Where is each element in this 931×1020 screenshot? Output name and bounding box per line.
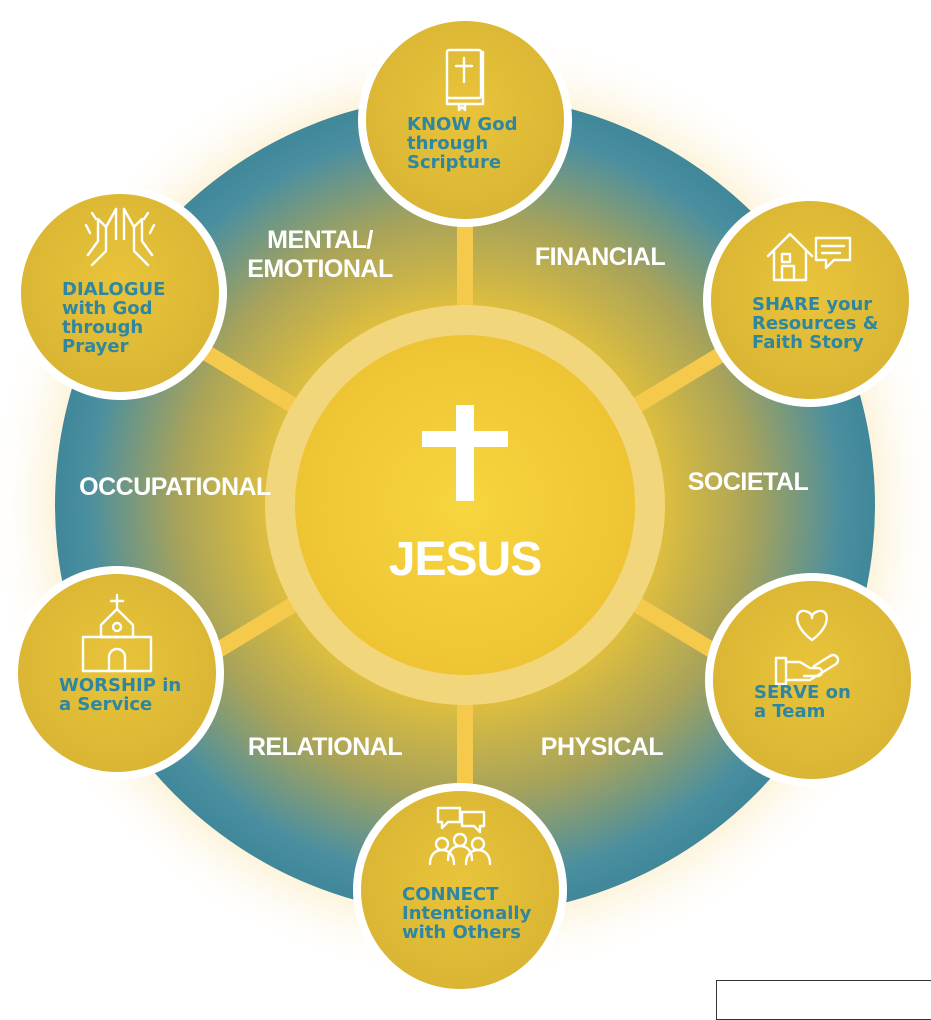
practice-label-line: WORSHIP in xyxy=(59,675,181,696)
area-labels: MENTAL/EMOTIONAL FINANCIAL SOCIETAL PHYSICA… xyxy=(79,226,809,761)
practice-label-line: with God xyxy=(62,298,153,319)
practice-label-line: KNOW God xyxy=(407,114,517,135)
center-circle xyxy=(295,335,635,675)
bible-icon xyxy=(445,48,485,112)
practice-label-line: a Team xyxy=(754,701,825,722)
practice-label-line: SERVE on xyxy=(754,682,851,703)
practice-label-line: SHARE your xyxy=(752,294,872,315)
area-label-physical: PHYSICAL xyxy=(541,733,664,761)
area-label-societal: SOCIETAL xyxy=(688,468,809,496)
practice-label-line: Prayer xyxy=(62,336,129,357)
area-label-line: PHYSICAL xyxy=(541,733,664,761)
corner-box xyxy=(716,980,931,1020)
practice-label-line: CONNECT xyxy=(402,884,499,905)
practice-label-line: through xyxy=(407,133,488,154)
practice-label-line: through xyxy=(62,317,143,338)
area-label-financial: FINANCIAL xyxy=(535,243,665,271)
area-label-line: OCCUPATIONAL xyxy=(79,473,271,501)
node-circle xyxy=(366,21,564,219)
area-label-relational: RELATIONAL xyxy=(248,733,402,761)
practice-label-line: a Service xyxy=(59,694,152,715)
practice-label-line: Faith Story xyxy=(752,332,864,353)
node-circle xyxy=(21,194,219,392)
area-label-mental: MENTAL/EMOTIONAL xyxy=(247,226,393,283)
practice-label-line: with Others xyxy=(402,922,521,943)
center-label: JESUS xyxy=(389,533,541,586)
practice-label-line: Intentionally xyxy=(402,903,532,924)
node-circle xyxy=(18,574,216,772)
practice-label-line: DIALOGUE xyxy=(62,279,165,300)
heart-hand-icon xyxy=(774,609,840,686)
area-label-line: RELATIONAL xyxy=(248,733,402,761)
area-label-occupational: OCCUPATIONAL xyxy=(79,473,271,501)
area-label-line: EMOTIONAL xyxy=(247,255,393,283)
people-chat-icon xyxy=(428,806,492,866)
area-label-line: SOCIETAL xyxy=(688,468,809,496)
node-circle xyxy=(711,201,909,399)
house-speech-icon xyxy=(766,232,852,282)
area-label-line: MENTAL/ xyxy=(267,226,373,254)
practice-label-line: Resources & xyxy=(752,313,878,334)
praying-hands-icon xyxy=(84,207,156,267)
node-circle xyxy=(361,791,559,989)
church-icon xyxy=(81,593,153,673)
practice-label-line: Scripture xyxy=(407,152,501,173)
cross-icon xyxy=(422,405,508,501)
area-label-line: FINANCIAL xyxy=(535,243,665,271)
